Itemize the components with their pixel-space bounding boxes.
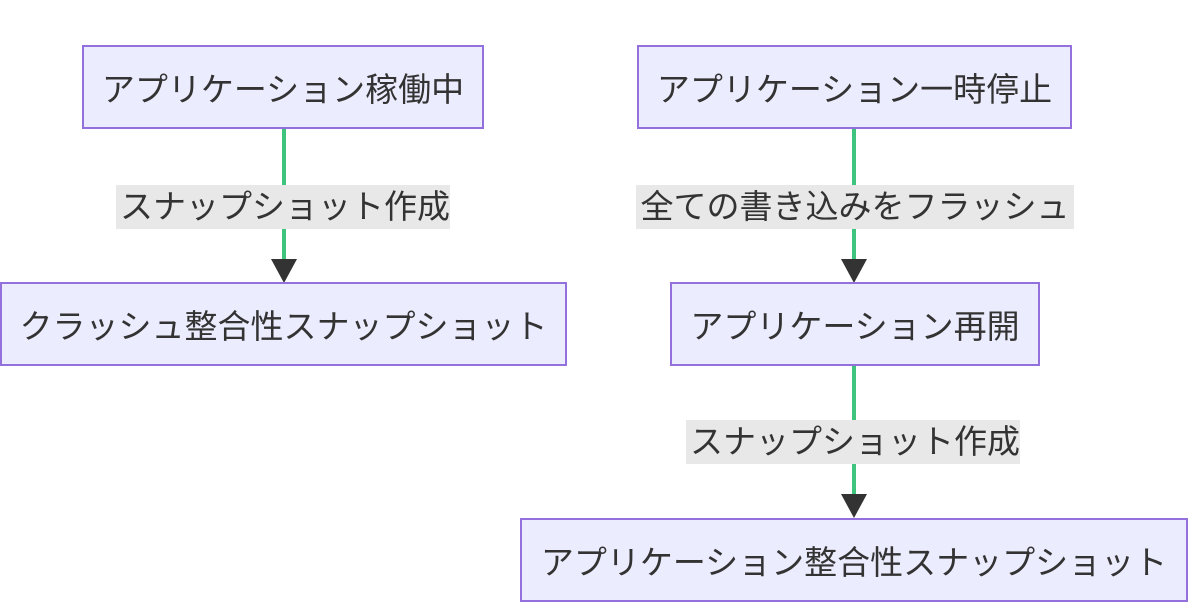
node-application-running: アプリケーション稼働中: [82, 45, 484, 129]
node-crash-consistent-snapshot-label: クラッシュ整合性スナップショット: [19, 307, 548, 346]
edge-right1-line-lower: [852, 229, 856, 261]
node-application-resumed-label: アプリケーション再開: [690, 307, 1020, 346]
node-application-paused-label: アプリケーション一時停止: [656, 70, 1053, 109]
edge-right2-line-upper: [852, 366, 856, 422]
node-application-resumed: アプリケーション再開: [670, 282, 1040, 366]
node-application-consistent-snapshot-label: アプリケーション整合性スナップショット: [540, 543, 1168, 582]
arrowhead-right1: [841, 259, 867, 283]
edge-label-create-snapshot-right: スナップショット作成: [686, 420, 1020, 464]
node-application-paused: アプリケーション一時停止: [637, 45, 1072, 129]
edge-right2-line-lower: [852, 464, 856, 496]
arrowhead-right2: [841, 494, 867, 518]
node-application-consistent-snapshot: アプリケーション整合性スナップショット: [520, 518, 1188, 602]
edge-left-line-lower: [282, 229, 286, 261]
node-crash-consistent-snapshot: クラッシュ整合性スナップショット: [0, 282, 567, 366]
arrowhead-left: [271, 259, 297, 283]
node-application-running-label: アプリケーション稼働中: [101, 70, 465, 109]
edge-label-create-snapshot-left: スナップショット作成: [116, 185, 450, 229]
edge-right1-line-upper: [852, 129, 856, 187]
edge-left-line-upper: [282, 129, 286, 187]
edge-label-flush-writes: 全ての書き込みをフラッシュ: [636, 185, 1074, 229]
